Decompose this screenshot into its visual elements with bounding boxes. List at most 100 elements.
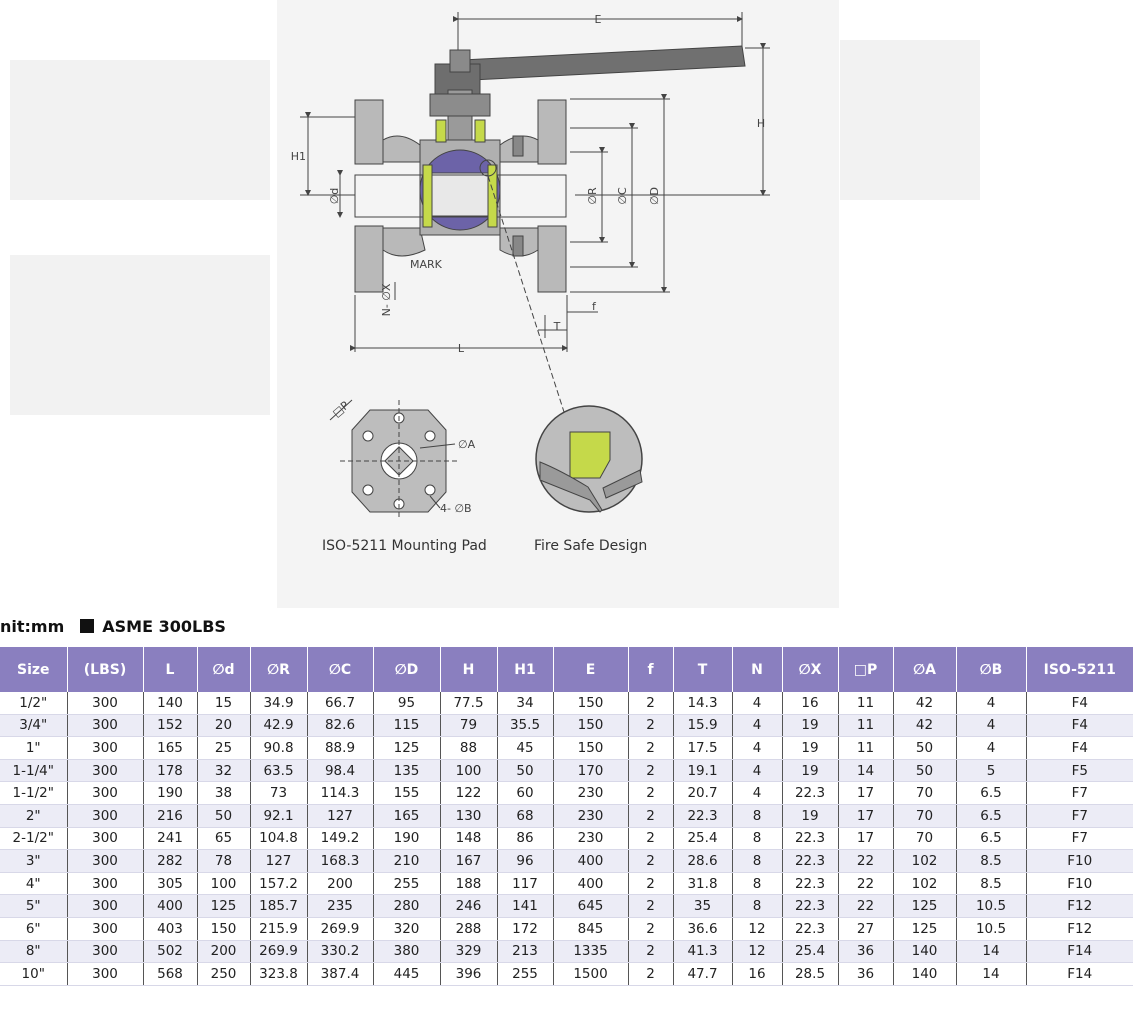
table-cell: 400 (553, 872, 629, 896)
table-cell: 6" (0, 917, 68, 941)
table-cell: 300 (67, 940, 144, 964)
column-header: (LBS) (67, 647, 144, 692)
table-cell: 5 (956, 759, 1027, 783)
table-cell: 4" (0, 872, 68, 896)
table-cell: 28.6 (673, 849, 733, 873)
table-cell: 11 (838, 736, 894, 760)
table-cell: 65 (197, 827, 251, 851)
table-cell: F4 (1026, 692, 1133, 715)
table-cell: 149.2 (307, 827, 374, 851)
column-header: ∅D (373, 647, 441, 692)
column-header: L (143, 647, 198, 692)
table-cell: 568 (143, 962, 198, 986)
table-cell: 140 (893, 940, 957, 964)
table-cell: 50 (497, 759, 554, 783)
table-cell: F7 (1026, 827, 1133, 851)
table-cell: 25.4 (782, 940, 839, 964)
column-header: ∅A (893, 647, 957, 692)
table-cell: 130 (440, 804, 498, 828)
table-cell: 2 (628, 917, 674, 941)
table-cell: 5" (0, 894, 68, 918)
column-header: Size (0, 647, 68, 692)
table-cell: 235 (307, 894, 374, 918)
table-cell: 102 (893, 872, 957, 896)
table-cell: 300 (67, 849, 144, 873)
table-cell: 269.9 (250, 940, 308, 964)
table-cell: 4 (732, 692, 783, 715)
table-cell: F14 (1026, 962, 1133, 986)
dim-label-h: H (757, 117, 765, 130)
table-cell: F7 (1026, 781, 1133, 805)
table-cell: 25.4 (673, 827, 733, 851)
dim-label-r: ∅R (586, 187, 599, 205)
column-header: ∅X (782, 647, 839, 692)
table-cell: 10.5 (956, 894, 1027, 918)
table-cell: 17 (838, 781, 894, 805)
table-cell: 41.3 (673, 940, 733, 964)
table-cell: 165 (143, 736, 198, 760)
table-cell: 4 (956, 736, 1027, 760)
table-cell: 1/2" (0, 692, 68, 715)
table-cell: 300 (67, 962, 144, 986)
dim-label-d: ∅d (328, 188, 341, 205)
table-cell: 4 (732, 781, 783, 805)
table-cell: 47.7 (673, 962, 733, 986)
dim-label-dia-d: ∅D (648, 187, 661, 205)
column-header: ∅B (956, 647, 1027, 692)
table-cell: 845 (553, 917, 629, 941)
table-cell: 230 (553, 781, 629, 805)
table-cell: F5 (1026, 759, 1133, 783)
background-ghost-panel (10, 255, 270, 415)
table-cell: 31.8 (673, 872, 733, 896)
table-cell: 86 (497, 827, 554, 851)
table-cell: 216 (143, 804, 198, 828)
table-cell: 68 (497, 804, 554, 828)
table-cell: 102 (893, 849, 957, 873)
table-cell: 148 (440, 827, 498, 851)
table-cell: 50 (893, 759, 957, 783)
table-cell: 34 (497, 692, 554, 715)
dim-label-c: ∅C (616, 187, 629, 205)
table-cell: 255 (497, 962, 554, 986)
table-cell: 42 (893, 714, 957, 738)
table-cell: 100 (440, 759, 498, 783)
table-cell: 2 (628, 894, 674, 918)
table-cell: 73 (250, 781, 308, 805)
table-cell: 79 (440, 714, 498, 738)
table-cell: 22.3 (673, 804, 733, 828)
table-cell: 15.9 (673, 714, 733, 738)
table-cell: 213 (497, 940, 554, 964)
table-cell: 288 (440, 917, 498, 941)
table-cell: 403 (143, 917, 198, 941)
table-cell: 300 (67, 894, 144, 918)
table-cell: 17.5 (673, 736, 733, 760)
table-cell: 8 (732, 894, 783, 918)
table-cell: 42.9 (250, 714, 308, 738)
table-cell: 4 (732, 714, 783, 738)
table-cell: 168.3 (307, 849, 374, 873)
table-cell: 122 (440, 781, 498, 805)
square-bullet-icon (80, 619, 95, 633)
table-cell: 150 (553, 736, 629, 760)
table-cell: 280 (373, 894, 441, 918)
table-cell: 66.7 (307, 692, 374, 715)
table-cell: 8 (732, 804, 783, 828)
table-cell: 1" (0, 736, 68, 760)
table-cell: 22.3 (782, 827, 839, 851)
table-cell: 8 (732, 849, 783, 873)
table-cell: 27 (838, 917, 894, 941)
table-cell: 8" (0, 940, 68, 964)
table-cell: 2-1/2" (0, 827, 68, 851)
dim-label-x: N- ∅X (380, 283, 393, 316)
fire-safe-caption: Fire Safe Design (534, 538, 648, 554)
background-ghost-panel (10, 60, 270, 200)
table-cell: 117 (497, 872, 554, 896)
table-cell: 230 (553, 827, 629, 851)
